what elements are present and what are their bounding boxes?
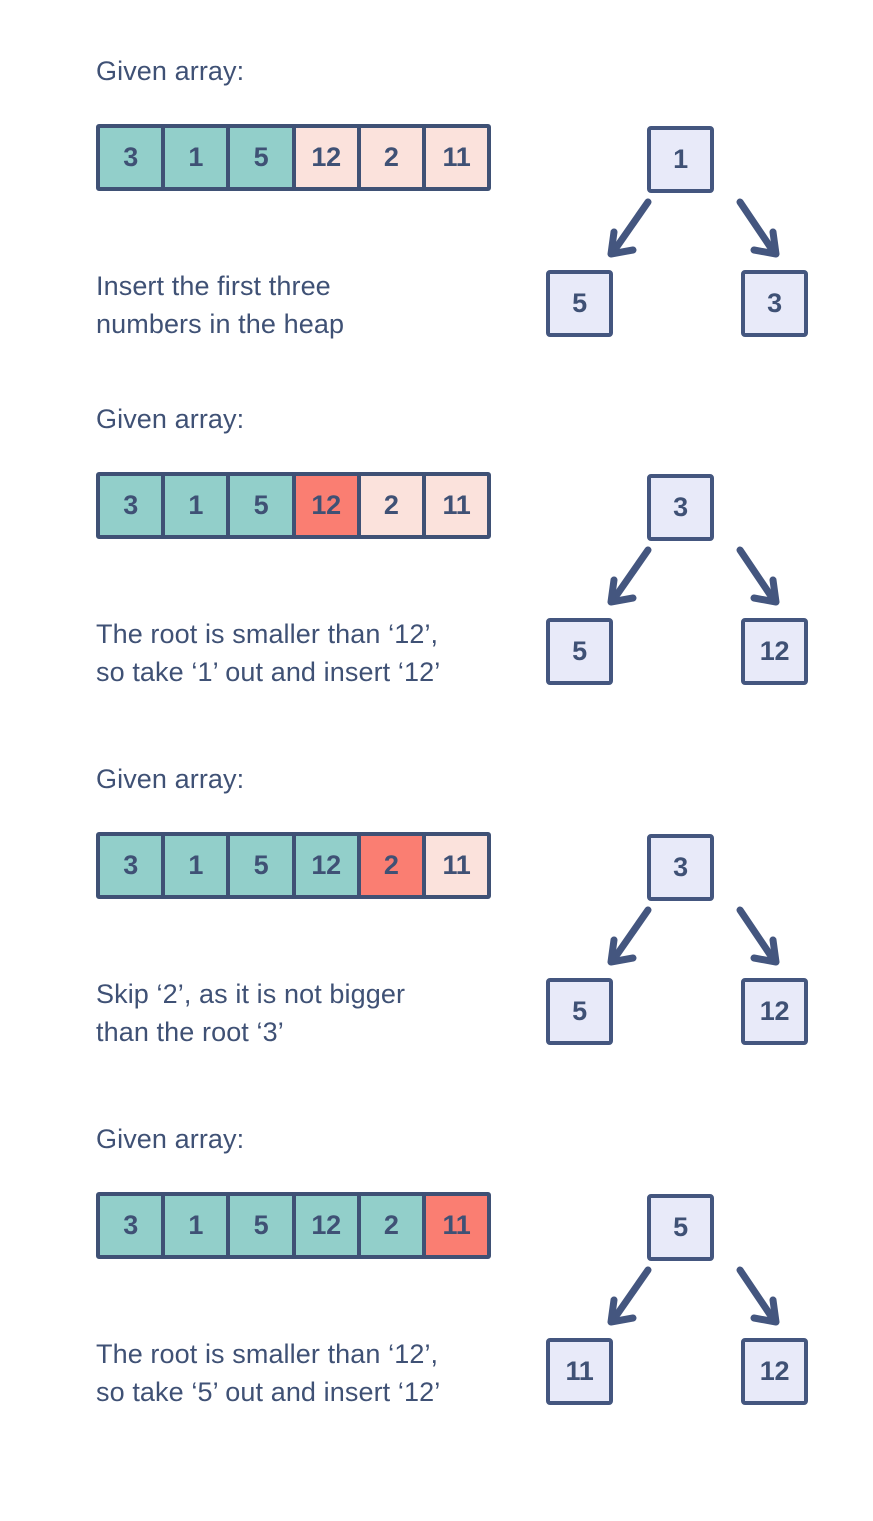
arrow-right-edge — [736, 906, 775, 960]
arrow-right-head — [750, 1296, 780, 1326]
array-cell: 2 — [360, 1196, 426, 1255]
heap-node-left-child: 11 — [546, 1338, 613, 1405]
array-cell: 5 — [230, 128, 296, 187]
array-cell: 2 — [360, 476, 426, 535]
array-cell: 12 — [295, 836, 361, 895]
arrow-left-edge — [612, 906, 652, 960]
heap-tree: 3 5 12 — [530, 474, 860, 714]
given-array-label: Given array: — [96, 56, 245, 86]
arrow-left-edge — [612, 1266, 652, 1320]
arrow-left-head — [607, 936, 637, 966]
heap-node-root: 3 — [647, 474, 714, 541]
heap-edges — [607, 906, 780, 966]
heap-node-root: 5 — [647, 1194, 714, 1261]
array-cell: 12 — [295, 128, 361, 187]
array-cell: 11 — [425, 836, 487, 895]
array-row: 3 1 5 12 2 11 — [96, 472, 491, 539]
array-cell: 5 — [230, 476, 296, 535]
heap-node-right-child: 3 — [741, 270, 808, 337]
arrow-right-head — [750, 228, 780, 258]
heap-node-root: 3 — [647, 834, 714, 901]
heap-node-left-child: 5 — [546, 978, 613, 1045]
arrow-left-edge — [612, 546, 652, 600]
arrow-right-edge — [736, 546, 775, 600]
array-cell: 1 — [165, 476, 231, 535]
heap-tree: 5 11 12 — [530, 1194, 860, 1434]
heap-edges — [607, 198, 780, 258]
heap-node-root: 1 — [647, 126, 714, 193]
array-row: 3 1 5 12 2 11 — [96, 1192, 491, 1259]
array-cell: 11 — [425, 1196, 487, 1255]
array-cell: 5 — [230, 1196, 296, 1255]
array-cell: 5 — [230, 836, 296, 895]
step-caption: The root is smaller than ‘12’, so take ‘… — [96, 619, 441, 687]
given-array-label: Given array: — [96, 764, 245, 794]
arrow-left-edge — [612, 198, 652, 252]
arrow-right-edge — [736, 198, 775, 252]
array-cell: 11 — [425, 128, 487, 187]
heap-node-right-child: 12 — [741, 1338, 808, 1405]
step-caption: Skip ‘2’, as it is not bigger than the r… — [96, 979, 406, 1047]
heap-edges — [607, 1266, 780, 1326]
array-cell: 12 — [295, 1196, 361, 1255]
array-cell: 11 — [425, 476, 487, 535]
given-array-label: Given array: — [96, 1124, 245, 1154]
array-cell: 3 — [100, 1196, 166, 1255]
arrow-left-head — [607, 228, 637, 258]
arrow-left-head — [607, 576, 637, 606]
array-row: 3 1 5 12 2 11 — [96, 124, 491, 191]
heap-node-right-child: 12 — [741, 618, 808, 685]
heap-node-right-child: 12 — [741, 978, 808, 1045]
heap-tree: 1 5 3 — [530, 126, 860, 366]
array-cell: 2 — [360, 128, 426, 187]
heap-edges — [607, 546, 780, 606]
step-caption: The root is smaller than ‘12’, so take ‘… — [96, 1339, 441, 1407]
heap-node-left-child: 5 — [546, 618, 613, 685]
array-cell: 2 — [360, 836, 426, 895]
arrow-left-head — [607, 1296, 637, 1326]
array-cell: 1 — [165, 128, 231, 187]
array-cell: 12 — [295, 476, 361, 535]
arrow-right-head — [750, 576, 780, 606]
array-cell: 1 — [165, 1196, 231, 1255]
arrow-right-edge — [736, 1266, 775, 1320]
given-array-label: Given array: — [96, 404, 245, 434]
array-cell: 3 — [100, 476, 166, 535]
array-cell: 3 — [100, 836, 166, 895]
array-cell: 1 — [165, 836, 231, 895]
heap-tree: 3 5 12 — [530, 834, 860, 1074]
heap-node-left-child: 5 — [546, 270, 613, 337]
step-caption: Insert the first three numbers in the he… — [96, 271, 345, 339]
array-cell: 3 — [100, 128, 166, 187]
array-row: 3 1 5 12 2 11 — [96, 832, 491, 899]
arrow-right-head — [750, 936, 780, 966]
